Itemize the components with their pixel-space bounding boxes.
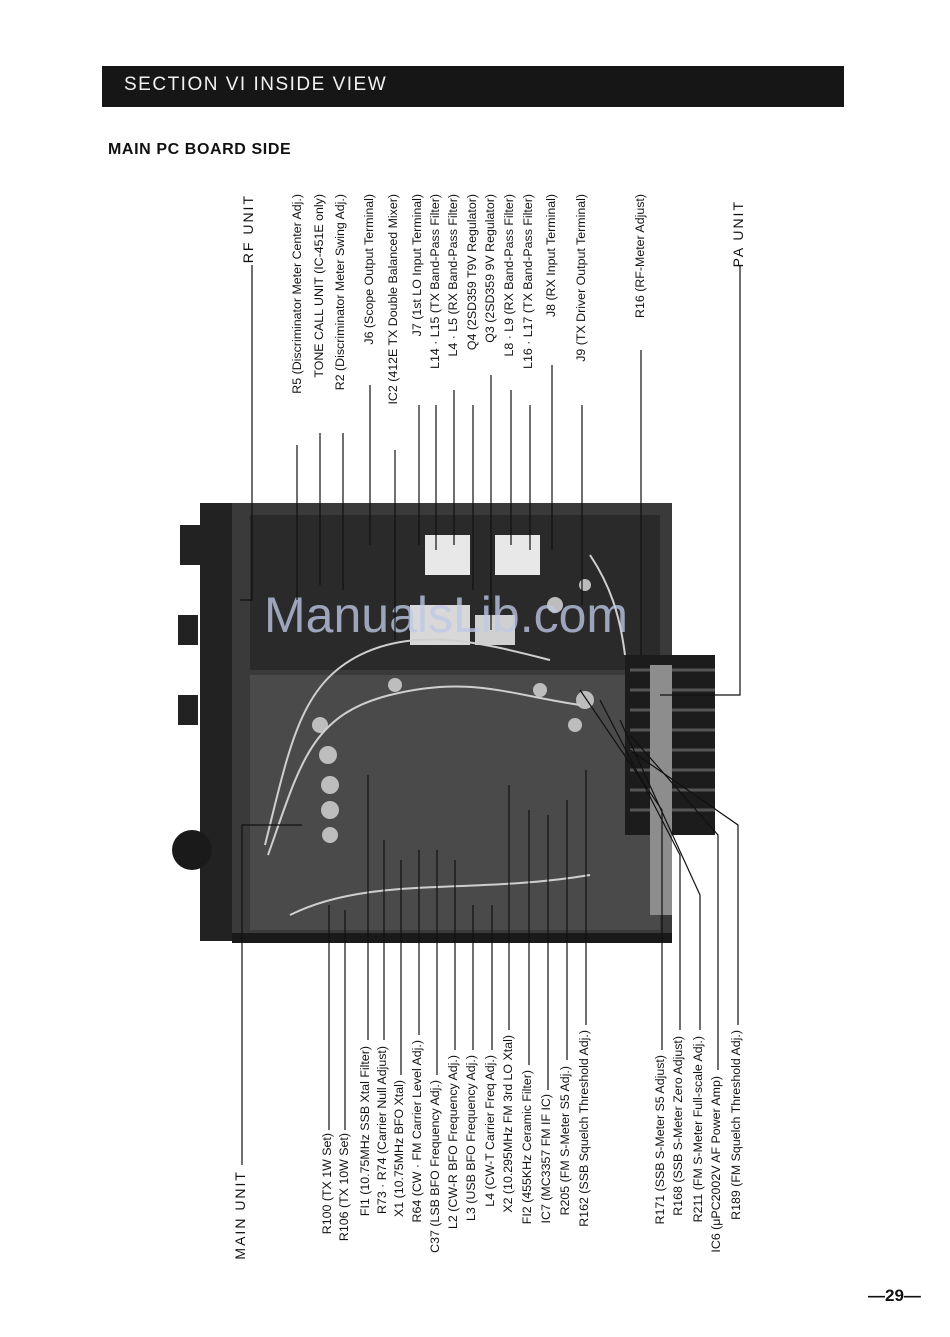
label-r205: R205 (FM S-Meter S5 Adj.) bbox=[558, 1066, 572, 1216]
label-j7: J7 (1st LO Input Terminal) bbox=[410, 194, 424, 337]
label-r100: R100 (TX 1W Set) bbox=[320, 1133, 334, 1235]
pa-unit-label: PA UNIT bbox=[730, 200, 746, 268]
label-r16: R16 (RF-Meter Adjust) bbox=[633, 194, 647, 318]
label-fi2: FI2 (455KHz Ceramic Filter) bbox=[520, 1070, 534, 1225]
section-title: SECTION VI INSIDE VIEW bbox=[124, 74, 388, 95]
label-l3: L3 (USB BFO Frequency Adj.) bbox=[464, 1055, 478, 1221]
page-number: —29— bbox=[868, 1286, 921, 1305]
label-q4: Q4 (2SD359 T9V Regulator) bbox=[465, 194, 479, 351]
rf-unit-label: RF UNIT bbox=[240, 194, 256, 264]
label-x1: X1 (10.75MHz BFO Xtal) bbox=[392, 1080, 406, 1218]
label-l8-l9: L8 · L9 (RX Band-Pass Filter) bbox=[502, 194, 516, 357]
label-q3: Q3 (2SD359 9V Regulator) bbox=[483, 194, 497, 343]
label-ic7: IC7 (MC3357 FM IF IC) bbox=[539, 1094, 553, 1224]
label-j9: J9 (TX Driver Output Terminal) bbox=[574, 194, 588, 362]
label-r64: R64 (CW · FM Carrier Level Adj.) bbox=[410, 1040, 424, 1223]
label-r189: R189 (FM Squelch Threshold Adj.) bbox=[729, 1030, 743, 1220]
label-j8: J8 (RX Input Terminal) bbox=[544, 194, 558, 318]
label-c37: C37 (LSB BFO Frequency Adj.) bbox=[428, 1080, 442, 1253]
section-header-bar: SECTION VI INSIDE VIEW bbox=[102, 66, 844, 107]
label-l16-l17: L16 · L17 (TX Band-Pass Filter) bbox=[521, 194, 535, 369]
watermark: ManualsLib.com bbox=[264, 587, 629, 643]
label-r171: R171 (SSB S-Meter S5 Adjust) bbox=[653, 1055, 667, 1225]
label-j6: J6 (Scope Output Terminal) bbox=[362, 194, 376, 345]
label-ic6: IC6 (μPC2002V AF Power Amp) bbox=[709, 1076, 723, 1253]
label-r106: R106 (TX 10W Set) bbox=[337, 1133, 351, 1242]
pc-board-photo bbox=[170, 495, 730, 965]
label-l4-l5: L4 · L5 (RX Band-Pass Filter) bbox=[446, 194, 460, 357]
label-x2: X2 (10.295MHz FM 3rd LO Xtal) bbox=[501, 1035, 515, 1213]
label-fi1: FI1 (10.75MHz SSB Xtal Filter) bbox=[358, 1046, 372, 1217]
label-l14-l15: L14 · L15 (TX Band-Pass Filter) bbox=[428, 194, 442, 369]
label-r73-r74: R73 · R74 (Carrier Null Adjust) bbox=[375, 1046, 389, 1215]
main-unit-label: MAIN UNIT bbox=[232, 1170, 248, 1260]
label-r162: R162 (SSB Squelch Threshold Adj.) bbox=[577, 1030, 591, 1227]
label-r2: R2 (Discriminator Meter Swing Adj.) bbox=[333, 194, 347, 391]
label-ic2: IC2 (412E TX Double Balanced Mixer) bbox=[386, 194, 400, 405]
label-tone-call-unit: TONE CALL UNIT (IC-451E only) bbox=[312, 194, 326, 378]
label-r168: R168 (SSB S-Meter Zero Adjust) bbox=[671, 1036, 685, 1216]
label-r5: R5 (Discriminator Meter Center Adj.) bbox=[290, 194, 304, 394]
label-l4: L4 (CW-T Carrier Freq Adj.) bbox=[483, 1055, 497, 1207]
page-subtitle: MAIN PC BOARD SIDE bbox=[108, 141, 292, 158]
label-r211: R211 (FM S-Meter Full-scale Adj.) bbox=[691, 1036, 705, 1223]
label-l2: L2 (CW-R BFO Frequency Adj.) bbox=[446, 1055, 460, 1229]
